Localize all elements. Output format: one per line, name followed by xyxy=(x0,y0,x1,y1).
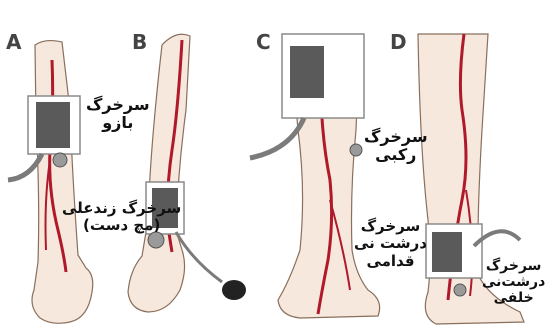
leg-c-stethoscope xyxy=(350,144,362,156)
leg-c-cuff-panel xyxy=(290,46,324,98)
arm-a-tube xyxy=(8,154,42,180)
arm-a-skin xyxy=(32,41,93,324)
label-posterior-tibial-artery: سرخرگ درشت‌نی خلفی xyxy=(482,258,545,306)
leg-c-tube xyxy=(250,118,304,158)
label-brachial-artery: سرخرگ بازو xyxy=(86,96,150,133)
arm-b-bulb xyxy=(222,280,246,300)
leg-d-stethoscope xyxy=(454,284,466,296)
leg-d-cuff-panel xyxy=(432,232,462,272)
label-anterior-tibial-artery: سرخرگ درشت نی قدامی xyxy=(354,218,427,270)
arm-a-stethoscope xyxy=(53,153,67,167)
leg-c xyxy=(250,34,380,318)
panel-letter-a: A xyxy=(6,30,21,54)
arm-b xyxy=(128,34,246,312)
arm-a-cuff-panel xyxy=(36,102,70,148)
panel-letter-b: B xyxy=(132,30,147,54)
arm-a xyxy=(8,41,93,324)
panel-letter-c: C xyxy=(256,30,271,54)
label-popliteal-artery: سرخرگ رکبی xyxy=(364,128,428,165)
label-radial-artery: سرخرگ زندعلی (مچ دست) xyxy=(62,200,181,235)
panel-letter-d: D xyxy=(390,30,407,54)
